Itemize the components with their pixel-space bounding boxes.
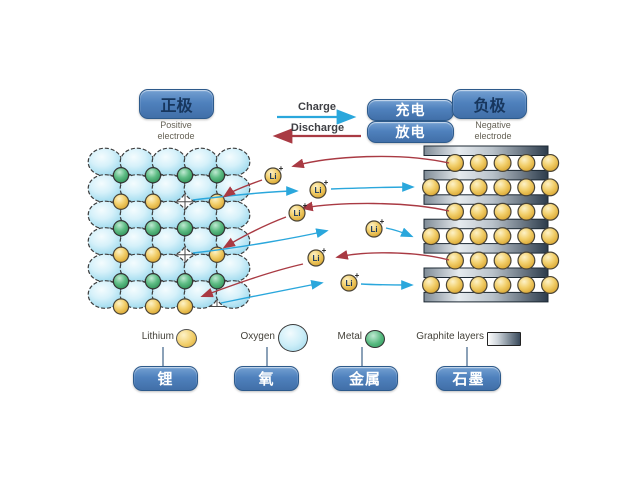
li-ion	[264, 167, 282, 185]
svg-text:+: +	[324, 178, 329, 187]
metal-button: 金属	[332, 366, 398, 391]
caption-line: Negative	[475, 120, 511, 130]
lithium-swatch-icon	[176, 329, 197, 348]
discharge-button: 放电	[367, 121, 454, 143]
svg-text:+: +	[355, 271, 360, 280]
svg-text:Li: Li	[314, 186, 321, 195]
legend-connector	[466, 347, 468, 367]
svg-text:+: +	[303, 201, 308, 210]
graphite-button: 石墨	[436, 366, 501, 391]
caption-line: Positive	[160, 120, 192, 130]
legend-connector	[266, 347, 268, 367]
svg-text:+: +	[380, 217, 385, 226]
li-ion	[307, 249, 325, 267]
legend-label-oxygen: Oxygen	[240, 331, 275, 342]
li-ion	[365, 220, 383, 238]
legend-connector	[361, 347, 363, 367]
oxygen-button: 氧	[234, 366, 299, 391]
graphite-swatch-icon	[487, 332, 521, 346]
legend-label-graphite: Graphite layers	[416, 331, 484, 342]
oxygen-swatch-icon	[278, 324, 308, 352]
li-ion	[309, 181, 327, 199]
svg-text:Li: Li	[293, 209, 300, 218]
metal-oxide-lattice	[87, 147, 251, 315]
legend-label-lithium: Lithium	[141, 331, 174, 342]
discharge-label: Discharge	[290, 122, 345, 134]
lithium-button: 锂	[133, 366, 198, 391]
negative-electrode-button: 负极	[452, 89, 527, 119]
li-ion	[288, 204, 306, 222]
svg-text:Li: Li	[312, 254, 319, 263]
lithium-ions: Li+Li+Li+Li+Li+Li+	[264, 164, 385, 292]
li-ion	[340, 274, 358, 292]
svg-text:Li: Li	[370, 225, 377, 234]
svg-text:+: +	[322, 246, 327, 255]
positive-electrode-button: 正极	[139, 89, 214, 119]
legend-connector	[162, 347, 164, 367]
svg-text:+: +	[279, 164, 284, 173]
graphite-layers-stack	[422, 145, 560, 303]
caption-line: electrode	[157, 131, 195, 141]
svg-text:Li: Li	[345, 279, 352, 288]
ion-flow-arrows	[192, 109, 450, 304]
charge-label: Charge	[298, 101, 336, 113]
caption-line: electrode	[474, 131, 512, 141]
negative-electrode-caption: Negative electrode	[448, 120, 538, 142]
metal-swatch-icon	[365, 330, 385, 348]
positive-electrode-caption: Positive electrode	[131, 120, 221, 142]
svg-text:Li: Li	[269, 172, 276, 181]
charge-button: 充电	[367, 99, 454, 121]
legend-label-metal: Metal	[337, 331, 362, 342]
